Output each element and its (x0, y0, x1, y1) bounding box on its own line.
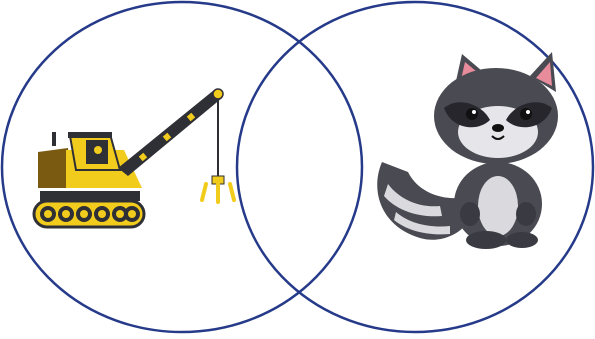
right-set-circle (237, 2, 593, 332)
crane-icon (34, 89, 234, 227)
raccoon-icon (377, 52, 558, 249)
